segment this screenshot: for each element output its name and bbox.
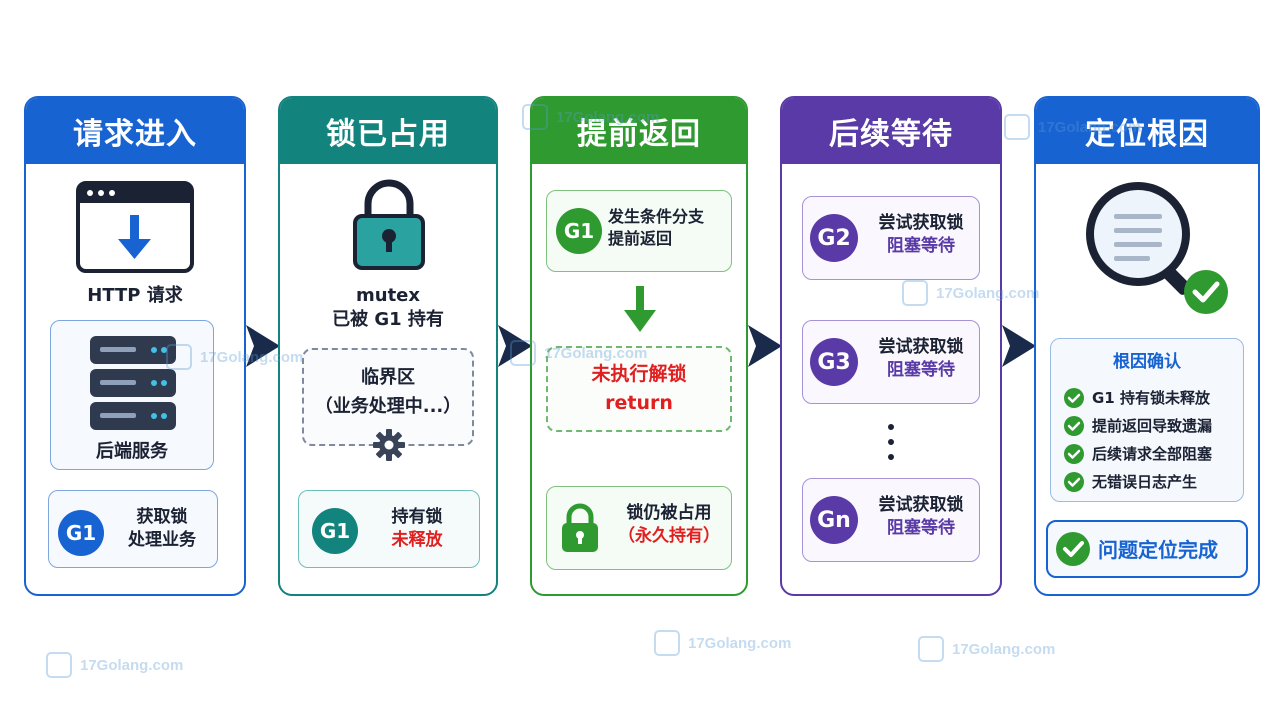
wait-g3-line2: 阻塞等待 [887,359,955,380]
g1-acquire-text: 获取锁 处理业务 [112,506,212,552]
mutex-text: mutex 已被 G1 持有 [280,284,496,333]
flow-arrow-2 [498,325,532,367]
flow-arrow-3 [748,325,782,367]
critical-line1: 临界区 [361,367,415,388]
check-circle-icon [1064,415,1084,436]
check-circle-icon [1064,443,1084,464]
green-lock-icon [562,503,598,552]
g1-branch-line1: 发生条件分支 [608,207,705,226]
wait-g2-line2: 阻塞等待 [887,235,955,256]
check-item: G1 持有锁未释放 [1064,387,1210,408]
wait-g2-line1: 尝试获取锁 [878,213,964,233]
check-circle-icon [1056,532,1090,566]
panel-early-return: 提前返回 G1 发生条件分支 提前返回 未执行解锁 return 锁仍被占用 （… [530,96,748,596]
goroutine-badge-g2: G2 [810,214,858,262]
check-item: 提前返回导致遗漏 [1064,415,1212,436]
watermark-logo-icon [918,636,944,662]
panel-title: 提前返回 [532,98,746,164]
lock-icon [353,179,425,270]
watermark-text: 17Golang.com [952,640,1056,658]
check-item: 无错误日志产生 [1064,471,1197,492]
browser-window-icon [76,181,194,273]
g1-branch-line2: 提前返回 [608,228,673,248]
ellipsis-vertical-icon [888,424,894,460]
watermark: 17Golang.com [654,630,791,656]
watermark-text: 17Golang.com [80,656,184,674]
watermark-text: 17Golang.com [688,634,792,652]
critical-line2: （业务处理中...） [314,395,462,417]
gear-icon [373,429,405,461]
panel-subsequent-wait: 后续等待 G2 尝试获取锁 阻塞等待 G3 尝试获取锁 阻塞等待 Gn 尝试获取… [780,96,1002,596]
wait-text-g2: 尝试获取锁 阻塞等待 [866,212,976,258]
g1-acquire-line1: 获取锁 [136,507,188,527]
watermark: 17Golang.com [46,652,183,678]
g1-hold-line1: 持有锁 [391,507,443,527]
panel-title: 定位根因 [1036,98,1258,164]
goroutine-badge-g3: G3 [810,338,858,386]
check-item-text: 无错误日志产生 [1092,473,1198,491]
goroutine-badge-gn: Gn [810,496,858,544]
magnifier-icon [1086,182,1228,314]
flow-arrow-1 [246,325,280,367]
critical-section-text: 临界区 （业务处理中...） [302,364,474,422]
watermark-logo-icon [1004,114,1030,140]
missing-unlock-line1: 未执行解锁 [591,363,687,385]
g1-branch-text: 发生条件分支 提前返回 [608,206,728,249]
g1-hold-text: 持有锁 未释放 [372,506,462,552]
issue-located-box [1046,520,1248,578]
issue-located-label: 问题定位完成 [1098,538,1218,562]
wait-text-gn: 尝试获取锁 阻塞等待 [866,494,976,540]
wait-gn-line2: 阻塞等待 [887,517,955,538]
watermark: 17Golang.com [918,636,1055,662]
lock-held-line2: （永久持有） [618,525,720,546]
wait-g3-line1: 尝试获取锁 [878,337,964,357]
check-item-text: 提前返回导致遗漏 [1092,417,1213,435]
check-circle-icon [1064,387,1084,408]
backend-service-label: 后端服务 [96,441,168,462]
goroutine-badge-g1: G1 [312,508,358,554]
panel-request-enter: 请求进入 HTTP 请求 后端服务 G1 获取锁 处理业务 [24,96,246,596]
mutex-line1: mutex [356,285,420,306]
goroutine-badge-g1: G1 [556,208,602,254]
missing-unlock-box [546,346,732,432]
lock-held-text: 锁仍被占用 （永久持有） [608,502,730,548]
server-icon [90,336,176,430]
panel-title: 后续等待 [782,98,1000,164]
check-item-text: G1 持有锁未释放 [1092,389,1210,407]
g1-hold-line2: 未释放 [391,529,443,550]
flow-arrow-4 [1002,325,1036,367]
arrow-down-icon [624,286,656,332]
panel-root-cause: 定位根因 根因确认 G1 持有锁未释放 提前返回导致遗漏 后续请求全部阻塞 无错… [1034,96,1260,596]
wait-text-g3: 尝试获取锁 阻塞等待 [866,336,976,382]
watermark-logo-icon [46,652,72,678]
panel-title: 锁已占用 [280,98,496,164]
watermark-logo-icon [654,630,680,656]
goroutine-badge-g1: G1 [58,510,104,556]
panel-title: 请求进入 [26,98,244,164]
mutex-line2: 已被 G1 持有 [332,309,444,331]
http-request-label: HTTP 请求 [87,285,183,306]
missing-unlock-line2: return [605,392,673,415]
lock-held-line1: 锁仍被占用 [626,503,712,523]
wait-gn-line1: 尝试获取锁 [878,495,964,515]
panel-lock-occupied: 锁已占用 mutex 已被 G1 持有 临界区 （业务处理中...） G1 持有… [278,96,498,596]
check-item: 后续请求全部阻塞 [1064,443,1212,464]
g1-acquire-line2: 处理业务 [128,529,196,550]
missing-unlock-text: 未执行解锁 return [546,360,732,419]
check-circle-icon [1064,471,1084,492]
root-cause-confirm-title: 根因确认 [1113,352,1181,372]
check-item-text: 后续请求全部阻塞 [1092,445,1213,463]
